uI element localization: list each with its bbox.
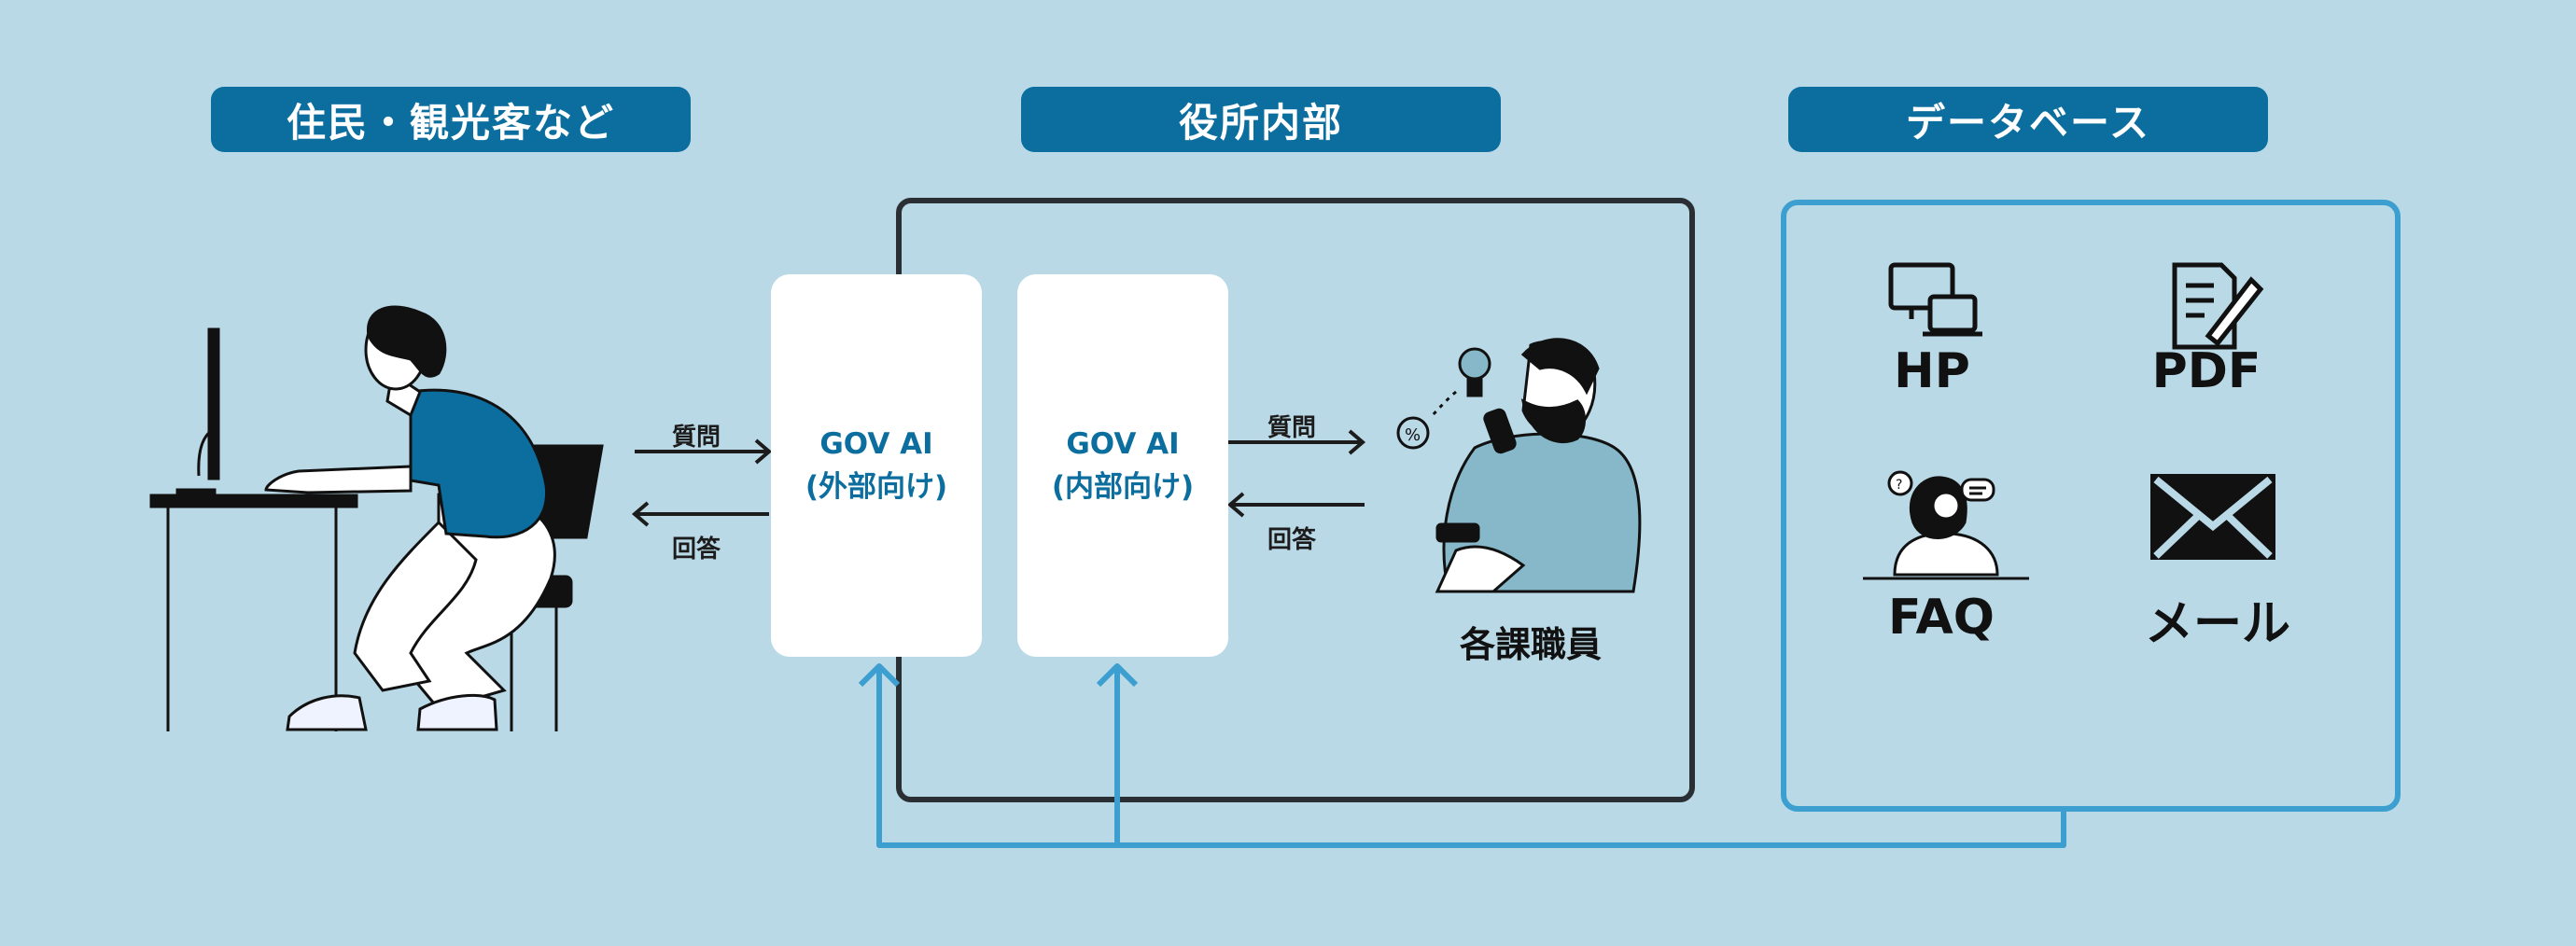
database-connector (858, 663, 2066, 848)
mail-icon (2150, 474, 2275, 560)
resident-illustration (149, 305, 604, 731)
staff-illustration: % (1396, 338, 1642, 593)
monitor-icon (1888, 262, 1982, 337)
db-label-faq: FAQ (1887, 590, 1995, 646)
header-residents: 住民・観光客など (211, 87, 691, 152)
left-answer-label: 回答 (672, 536, 721, 563)
db-label-mail: メール (2144, 596, 2290, 652)
gov-ai-external-title: GOV AI (819, 426, 933, 461)
right-answer-label: 回答 (1267, 526, 1317, 554)
db-label-hp: HP (1894, 343, 1970, 399)
header-database: データベース (1788, 87, 2268, 152)
left-question-label: 質問 (672, 424, 721, 452)
gov-ai-internal-title: GOV AI (1066, 426, 1180, 461)
faq-person-icon: ? (1863, 470, 2029, 580)
document-icon (2172, 262, 2264, 350)
gov-ai-internal-card: GOV AI (内部向け) (1017, 274, 1228, 657)
right-arrows (1226, 429, 1366, 518)
gov-ai-external-card: GOV AI (外部向け) (771, 274, 982, 657)
svg-text:%: % (1405, 425, 1421, 445)
gov-ai-internal-subtitle: (内部向け) (1051, 470, 1195, 504)
gov-ai-external-subtitle: (外部向け) (805, 470, 948, 504)
staff-label: 各課職員 (1459, 624, 1602, 665)
right-question-label: 質問 (1267, 414, 1317, 442)
left-arrows (631, 438, 773, 527)
database-frame (1781, 200, 2401, 812)
header-office: 役所内部 (1021, 87, 1501, 152)
db-label-pdf: PDF (2151, 343, 2261, 399)
svg-text:?: ? (1896, 478, 1902, 493)
